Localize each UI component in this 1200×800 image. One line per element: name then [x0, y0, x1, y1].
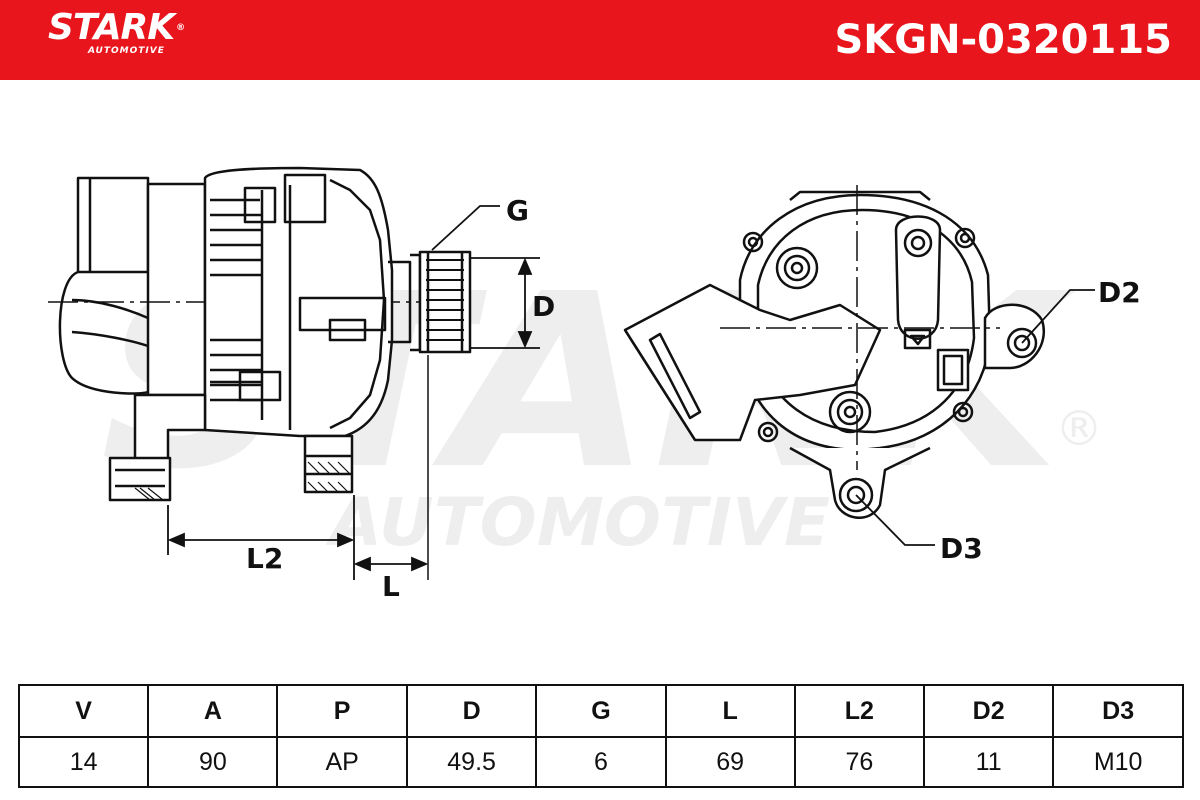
- table-header-cell: D: [405, 684, 538, 738]
- logo-registered-mark: ®: [176, 23, 185, 33]
- label-d2: D2: [1098, 276, 1141, 309]
- table-cell: 11: [922, 736, 1055, 788]
- table-header-cell: P: [276, 684, 408, 738]
- alternator-side-view: [48, 166, 472, 580]
- logo-subtext: AUTOMOTIVE: [88, 46, 165, 56]
- label-l: L: [382, 570, 400, 603]
- dimension-lines-right: [855, 289, 1095, 546]
- table-header-cell: V: [17, 684, 150, 738]
- table-cell: 49.5: [405, 736, 538, 788]
- table-header-cell: L2: [793, 684, 926, 738]
- label-g: G: [506, 194, 529, 227]
- label-d3: D3: [940, 532, 983, 565]
- stark-logo: STARK® AUTOMOTIVE: [48, 7, 185, 57]
- table-header-cell: L: [664, 684, 796, 738]
- table-cell: M10: [1052, 736, 1184, 788]
- table-cell: 14: [17, 736, 150, 788]
- header-bar: STARK® AUTOMOTIVE SKGN-0320115: [0, 0, 1200, 80]
- table-cell: 90: [147, 736, 279, 788]
- logo-text: STARK®: [48, 7, 185, 48]
- part-number: SKGN-0320115: [834, 17, 1172, 63]
- table-header-cell: D3: [1052, 684, 1184, 738]
- alternator-end-view: [623, 185, 1045, 519]
- watermark-registered-mark: ®: [1055, 401, 1103, 457]
- label-d: D: [532, 290, 555, 323]
- table-cell: 69: [664, 736, 796, 788]
- table-header-cell: A: [147, 684, 279, 738]
- specification-table: V A P D G L L2 D2 D3 14 90 AP 49.5 6 69 …: [17, 684, 1184, 788]
- table-cell: 76: [793, 736, 926, 788]
- dimension-lines-left: [167, 205, 540, 580]
- watermark-sub: AUTOMOTIVE: [325, 484, 830, 561]
- technical-drawing: STARK AUTOMOTIVE ®: [48, 166, 1141, 603]
- table-cell: AP: [276, 736, 408, 788]
- table-row: 14 90 AP 49.5 6 69 76 11 M10: [17, 736, 1184, 788]
- table-header-cell: G: [535, 684, 667, 738]
- table-header-row: V A P D G L L2 D2 D3: [17, 684, 1184, 738]
- table-header-cell: D2: [922, 684, 1055, 738]
- table-cell: 6: [535, 736, 667, 788]
- label-l2: L2: [246, 542, 283, 575]
